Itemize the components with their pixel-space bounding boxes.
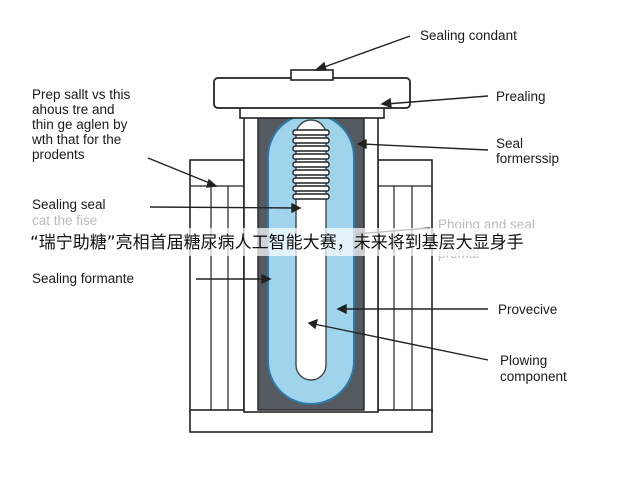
label-seal: Seal xyxy=(496,136,523,151)
label-provecive: Provecive xyxy=(498,302,557,317)
caption-banner: “瑞宁助糖”亮相首届糖尿病人工智能大赛，未来将到基层大显身手 xyxy=(28,228,640,256)
leader-lines xyxy=(147,35,489,361)
label-sealing-seal: Sealing seal xyxy=(32,197,106,212)
label-prep-line-3: thin ge aglen by xyxy=(32,117,128,132)
label-sealing-formante: Sealing formante xyxy=(32,271,134,286)
label-formerssip: formerssip xyxy=(496,151,559,166)
label-plowing: Plowing xyxy=(500,353,547,368)
top-cap xyxy=(213,69,411,119)
label-prealing: Prealing xyxy=(496,89,546,104)
label-cat-the-fise: cat the fise xyxy=(32,213,97,228)
outer-housing xyxy=(189,159,433,433)
label-prep-line-2: ahous tre and xyxy=(32,102,115,117)
label-component: component xyxy=(500,369,567,384)
cap-body xyxy=(213,77,411,109)
housing-right-block xyxy=(377,159,433,413)
spring xyxy=(292,129,330,200)
banner-text: “瑞宁助糖”亮相首届糖尿病人工智能大赛，未来将到基层大显身手 xyxy=(30,232,524,253)
cap-knob xyxy=(290,69,334,81)
label-prep-line-1: Prep sallt vs this xyxy=(32,87,131,102)
housing-left-block xyxy=(189,159,245,413)
label-prep-line-5: prodents xyxy=(32,147,85,162)
base-plate xyxy=(189,409,433,433)
label-prep-line-4: wth that for the xyxy=(31,132,121,147)
banner-background xyxy=(28,228,640,256)
label-sealing-condant: Sealing condant xyxy=(420,28,517,43)
